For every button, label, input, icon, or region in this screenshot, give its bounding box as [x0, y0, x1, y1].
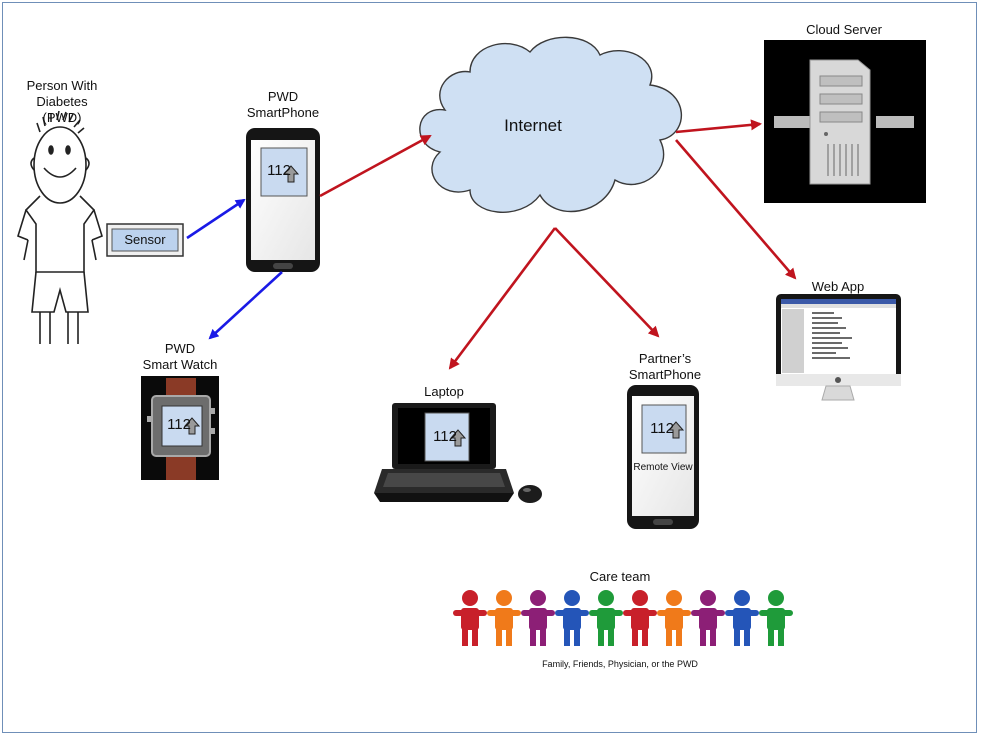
- sensor-label: Sensor: [124, 232, 166, 247]
- pwd-phone-icon: [246, 128, 320, 272]
- care-team-person: [657, 590, 691, 646]
- sensor-box: [106, 223, 184, 257]
- pwd-label-line1: Person With Diabetes: [26, 78, 98, 109]
- server-icon: [764, 40, 926, 203]
- phone-to-internet-arrow: [319, 134, 432, 198]
- mouse-icon: [518, 485, 542, 503]
- care-team-person: [555, 590, 589, 646]
- partner-phone-label: Partner’s SmartPhone: [605, 351, 725, 383]
- care-team-subtitle: Family, Friends, Physician, or the PWD: [542, 659, 698, 669]
- blue-arrows: [186, 198, 283, 340]
- laptop-icon: [374, 403, 514, 502]
- pwd-label: Person With Diabetes (PWD): [0, 78, 124, 126]
- people-chain-icon: [453, 590, 793, 646]
- care-team-person: [453, 590, 487, 646]
- phone-to-watch-arrow: [208, 271, 283, 340]
- internet-to-partner-arrow: [554, 227, 660, 338]
- watch-label-line2: Smart Watch: [142, 357, 218, 372]
- watch-reading: 112: [167, 416, 191, 433]
- care-team-person: [623, 590, 657, 646]
- partner-phone-label-line2: SmartPhone: [628, 367, 702, 382]
- webapp-label: Web App: [811, 279, 865, 294]
- care-team-person: [487, 590, 521, 646]
- watch-label-line1: PWD: [164, 341, 196, 356]
- internet-to-webapp-arrow: [675, 139, 797, 280]
- care-team-person: [725, 590, 759, 646]
- watch-label: PWD Smart Watch: [120, 341, 240, 373]
- up-arrow-icon: [183, 165, 685, 447]
- cloud-server-label: Cloud Server: [806, 22, 882, 37]
- watch-icon: [141, 376, 219, 480]
- laptop-label: Laptop: [424, 384, 464, 399]
- phone-reading: 112: [267, 162, 291, 179]
- pwd-phone-label: PWD SmartPhone: [233, 89, 333, 121]
- pwd-phone-label-line2: SmartPhone: [246, 105, 320, 120]
- care-team-label: Care team: [589, 569, 651, 584]
- red-arrows: [319, 119, 797, 370]
- sensor-to-phone-arrow: [186, 198, 246, 240]
- care-team-person: [521, 590, 555, 646]
- laptop-reading: 112: [433, 428, 457, 445]
- internet-to-server-arrow: [675, 119, 762, 134]
- pwd-phone-label-line1: PWD: [267, 89, 299, 104]
- partner-reading: 112: [650, 420, 674, 437]
- partner-phone-icon: [627, 385, 699, 529]
- pwd-label-line2: (PWD): [42, 110, 82, 125]
- care-team-person: [589, 590, 623, 646]
- remote-view-label: Remote View: [633, 462, 693, 473]
- internet-label: Internet: [504, 116, 562, 135]
- care-team-person: [691, 590, 725, 646]
- internet-to-laptop-arrow: [448, 227, 557, 370]
- person-sketch-icon: [17, 110, 103, 344]
- monitor-icon: [776, 294, 901, 401]
- partner-phone-label-line1: Partner’s: [638, 351, 692, 366]
- care-team-person: [759, 590, 793, 646]
